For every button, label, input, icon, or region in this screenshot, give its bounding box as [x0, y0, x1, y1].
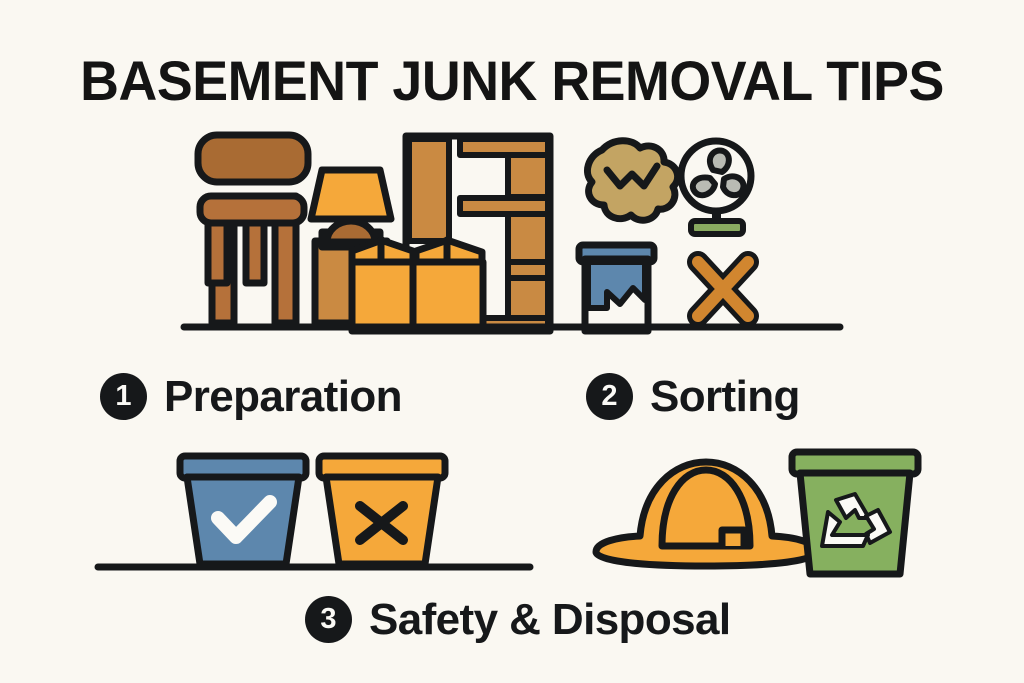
- recycling-bin-icon: [788, 448, 922, 578]
- table-lamp-icon: [307, 166, 395, 246]
- hard-hat-icon: [592, 458, 820, 570]
- step-1-label: Preparation: [164, 371, 403, 421]
- safety-gear-illustration: [592, 448, 922, 578]
- recycle-symbol-icon: [820, 492, 892, 548]
- step-3-label: Safety & Disposal: [369, 594, 731, 644]
- step-3-badge: 3: [305, 596, 352, 643]
- step-2-label: Sorting: [650, 371, 800, 421]
- x-mark-icon: [687, 251, 759, 327]
- page-title: BASEMENT JUNK REMOVAL TIPS: [80, 49, 944, 112]
- wooden-chair-icon: [194, 131, 312, 327]
- clutter-illustration: [180, 131, 844, 335]
- discard-bin-icon: [315, 452, 449, 568]
- paint-bucket-icon: [575, 241, 658, 335]
- electric-fan-icon: [677, 137, 755, 237]
- step-2-sorting: 2 Sorting: [586, 373, 800, 420]
- dust-debris-icon: [584, 137, 682, 224]
- step-2-badge: 2: [586, 373, 633, 420]
- sorting-bins-illustration: [94, 452, 534, 571]
- cardboard-box-icon: [348, 236, 487, 335]
- step-1-badge: 1: [100, 373, 147, 420]
- step-3-safety-disposal: 3 Safety & Disposal: [305, 594, 731, 644]
- step-1-preparation: 1 Preparation: [100, 371, 403, 421]
- keep-bin-icon: [176, 452, 310, 568]
